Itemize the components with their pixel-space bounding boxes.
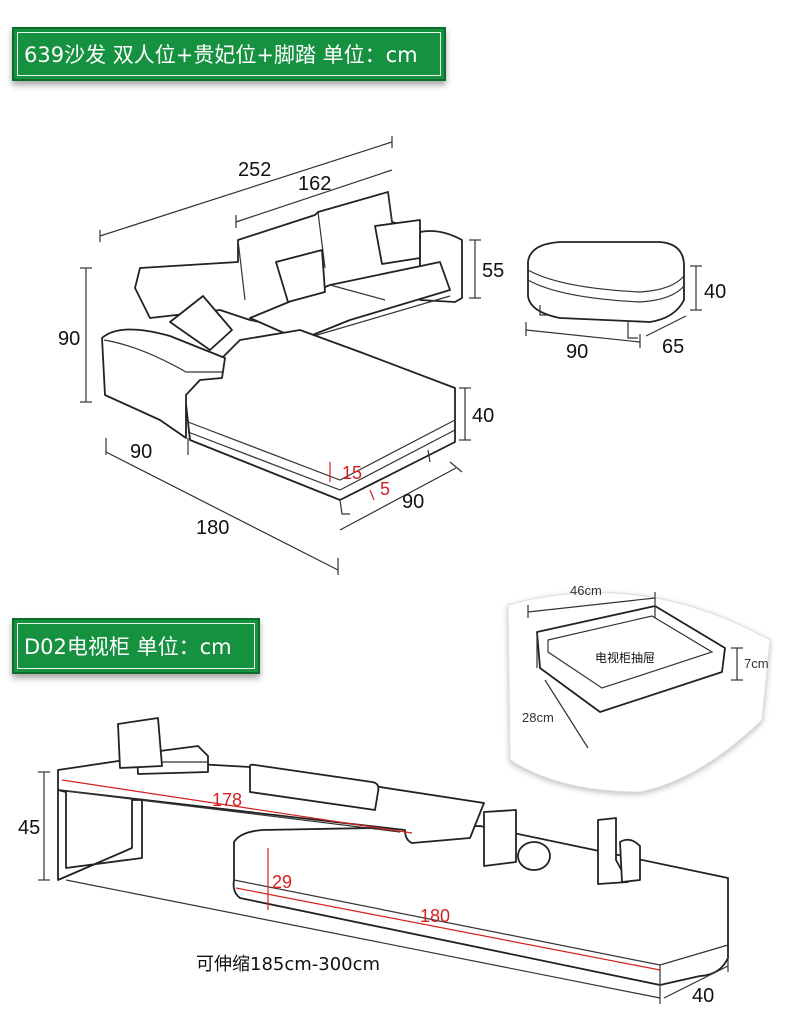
ottoman-width-label: 90 [566, 341, 588, 363]
tv-section-title-banner: D02电视柜 单位：cm [12, 618, 260, 674]
tv-top-length-label: 178 [212, 790, 242, 810]
sofa-pillow-left [169, 295, 233, 351]
tv-cabinet-drawing [57, 717, 729, 986]
sofa-pillow-right [374, 219, 421, 265]
tv-extend-note: 可伸缩185cm-300cm [196, 954, 380, 975]
drawer-edges [536, 606, 656, 668]
sofa-chaise-stripes [187, 419, 456, 491]
tv-depth-label: 40 [692, 985, 714, 1007]
cushion-thickness-label: 15 [342, 463, 362, 483]
sofa-chaise-width-label: 90 [130, 441, 152, 463]
sofa-seat-height-label: 40 [472, 405, 494, 427]
sofa-depth-label: 90 [402, 491, 424, 513]
sofa-left-arm-edge [103, 339, 222, 373]
ottoman-dimension-lines [525, 265, 702, 348]
ottoman-drawing [527, 241, 685, 339]
decor-box [483, 809, 517, 867]
tv-lower-length-label: 180 [420, 906, 450, 926]
decor-jar [619, 838, 641, 883]
sofa-dimension-lines [80, 136, 481, 575]
book-standing [117, 717, 163, 769]
soundbar [249, 763, 380, 811]
drawer-width-label: 46cm [570, 583, 602, 598]
sofa-chaise-length-label: 180 [196, 517, 229, 539]
tv-section-title: D02电视柜 单位：cm [24, 635, 232, 659]
ottoman-depth-label: 65 [662, 336, 684, 358]
sofa-pillow-middle [275, 249, 326, 303]
tv-height-label: 45 [18, 817, 40, 839]
drawer-dimension-lines [527, 592, 743, 749]
banner-inner-border [17, 32, 441, 76]
base-thickness-label: 5 [380, 479, 390, 499]
sofa-drawing [101, 191, 463, 515]
ottoman-stripes [527, 269, 685, 303]
sofa-chaise [184, 329, 456, 501]
decor-vase [517, 841, 551, 871]
drawer-depth-label: 28cm [522, 710, 554, 725]
sofa-section-title-banner: 639沙发 双人位+贵妃位+脚踏 单位：cm [12, 27, 446, 81]
ottoman-body [527, 241, 685, 323]
sofa-total-length-label: 252 [238, 159, 271, 181]
drawer-label: 电视柜抽屉 [595, 650, 655, 665]
sofa-back-length-label: 162 [298, 173, 331, 195]
sofa-back-height-label: 55 [482, 260, 504, 282]
sofa-back-seams [237, 191, 393, 301]
tv-cabinet-top-edge [57, 789, 401, 833]
tv-lower-height-label: 29 [272, 872, 292, 892]
tv-cabinet-lower-edges [233, 879, 729, 985]
tv-cabinet-leg [57, 789, 143, 881]
sofa-legs [339, 449, 431, 515]
drawer-inner [547, 615, 714, 689]
sofa-height-label: 90 [58, 328, 80, 350]
ottoman-height-label: 40 [704, 281, 726, 303]
tv-dimension-lines [38, 771, 729, 1004]
sofa-left-arm [101, 328, 226, 439]
drawer-inset [507, 591, 771, 793]
sofa-seat-lines [299, 284, 451, 341]
tv-cabinet-top [57, 759, 485, 844]
sofa-section-title: 639沙发 双人位+贵妃位+脚踏 单位：cm [24, 43, 418, 67]
ottoman-legs [539, 305, 638, 339]
drawer-height-label: 7cm [744, 656, 769, 671]
banner-inner-border [17, 623, 255, 669]
